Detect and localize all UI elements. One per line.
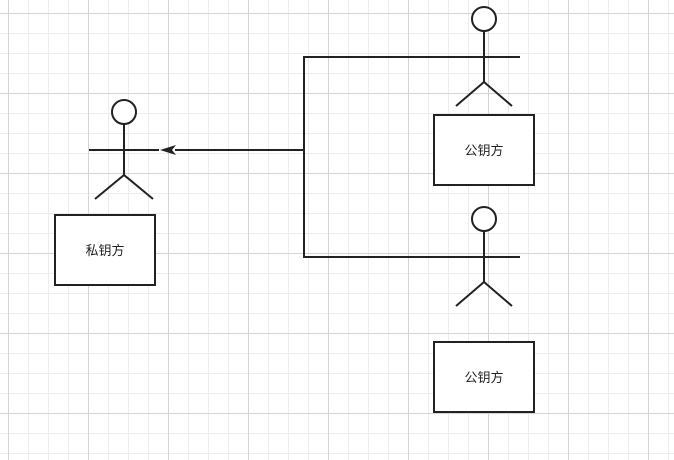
actor-private-key-holder[interactable] xyxy=(89,99,159,200)
public-key-box-2[interactable]: 公钥方 xyxy=(433,341,535,413)
actor-left-leg xyxy=(455,81,485,107)
arrowhead-icon xyxy=(160,145,176,155)
actor-public-key-holder-1[interactable] xyxy=(449,6,519,107)
public-key-box-rect xyxy=(433,114,535,186)
actor-head xyxy=(471,6,497,32)
connector-top-branch[interactable] xyxy=(303,56,520,258)
private-key-box-label: 私钥方 xyxy=(85,243,124,259)
actor-head xyxy=(111,99,137,125)
public-key-box-label: 公钥方 xyxy=(464,143,503,159)
actor-right-leg xyxy=(483,281,513,307)
actor-right-leg xyxy=(123,174,154,200)
connector[interactable] xyxy=(160,56,520,258)
actor-right-leg xyxy=(483,81,513,107)
private-key-box-rect xyxy=(54,214,156,286)
actor-left-leg xyxy=(94,174,125,200)
actor-head xyxy=(471,206,497,232)
public-key-box-label: 公钥方 xyxy=(464,370,503,386)
public-key-box-1[interactable]: 公钥方 xyxy=(433,114,535,186)
actor-left-leg xyxy=(455,281,485,307)
public-key-box-rect xyxy=(433,341,535,413)
actor-public-key-holder-2[interactable] xyxy=(449,206,519,307)
private-key-box[interactable]: 私钥方 xyxy=(54,214,156,286)
